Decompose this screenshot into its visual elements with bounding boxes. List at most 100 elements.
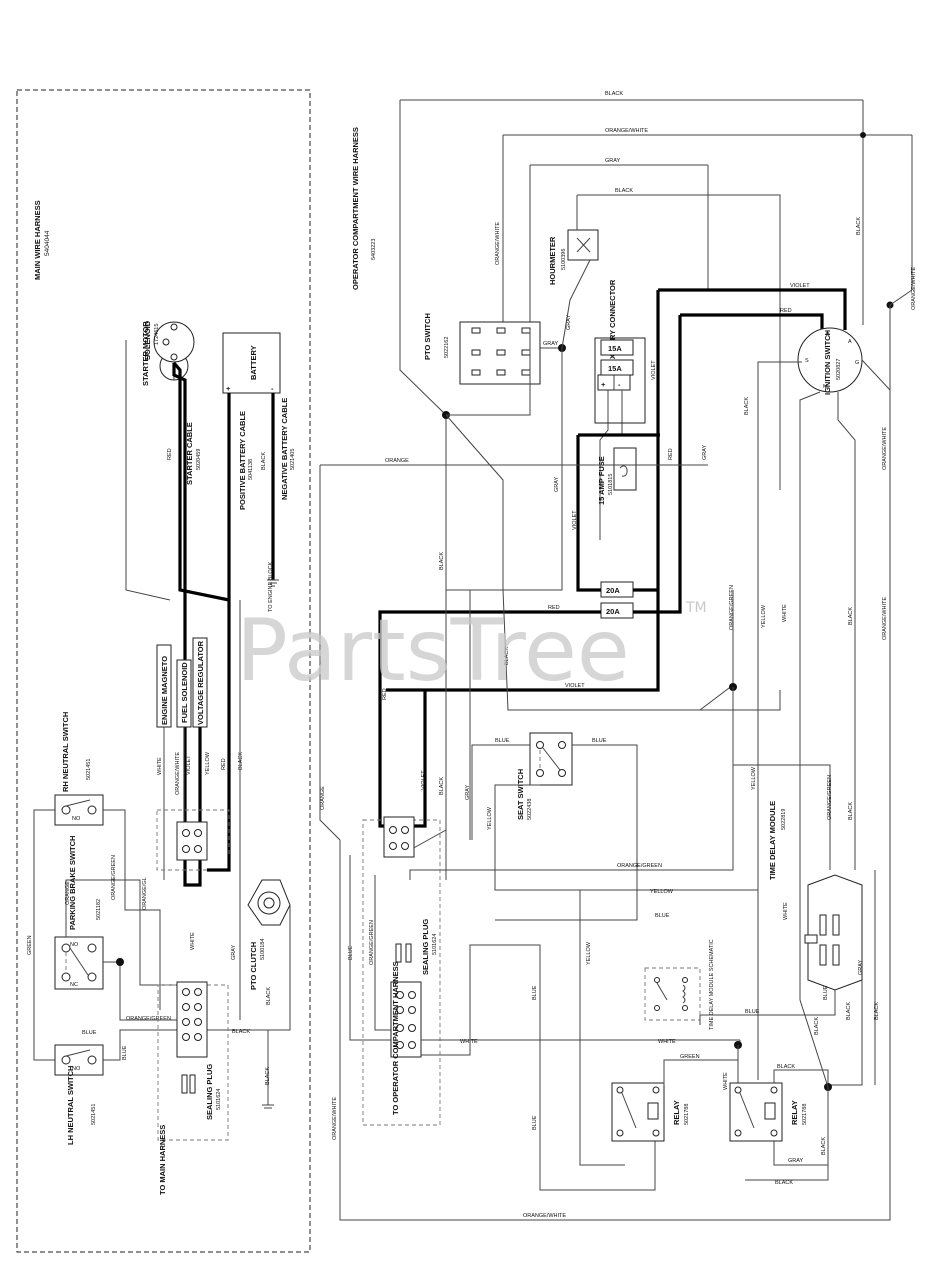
relay2-black-bottom-label: BLACK [775, 1180, 793, 1186]
auxiliary-connector: + - AUXILIARY CONNECTOR [597, 279, 631, 391]
negative-battery-cable-label: NEGATIVE BATTERY CABLE [280, 398, 289, 500]
violet-vertical-label: VIOLET [651, 360, 657, 380]
ignition-switch-label: IGNITION SWITCH [823, 330, 832, 395]
starter-cable-label: STARTER CABLE [185, 422, 194, 485]
pb-orange-green-label: ORANGE/GREEN [111, 855, 117, 900]
starter-cable-red-label: RED [167, 448, 173, 460]
red-vertical-label: RED [668, 448, 674, 460]
ign-gray-label: GRAY [702, 444, 708, 460]
pto-switch: PTO SWITCH 5022162 [423, 313, 541, 385]
solenoid: SOLENOID 1724615 [143, 320, 195, 363]
seat-switch: SEAT SWITCH 5022438 [516, 732, 573, 820]
relay-2-label: RELAY [790, 1100, 799, 1125]
right-black-label: BLACK [856, 217, 862, 235]
pb-no-label: NO [70, 942, 79, 948]
lh-no-label: NO [72, 1066, 81, 1072]
orange-horiz-label: ORANGE [385, 458, 409, 464]
tdm-blue-label: BLUE [823, 985, 829, 1000]
solenoid-part: 1724615 [154, 324, 160, 345]
time-delay-module-label: TIME DELAY MODULE [768, 801, 777, 880]
fuse-block: 15A 15A 20A 20A [594, 337, 646, 619]
battery-label: BATTERY [249, 345, 258, 380]
relay-2-part: 5021788 [802, 1104, 808, 1125]
main-sealing-plug-part: 5101624 [216, 1089, 222, 1110]
relay-green-label: GREEN [680, 1054, 700, 1060]
gray-vertical-label: GRAY [554, 476, 560, 492]
red-ignition-thick [680, 313, 824, 330]
ign-white-label: WHITE [782, 604, 788, 622]
solenoid-label: SOLENOID [143, 320, 152, 360]
main-harness-boundary [16, 89, 311, 1253]
main-harness-part: 5404044 [44, 230, 51, 256]
ign-black-label: BLACK [744, 397, 750, 415]
hourmeter: HOURMETER 5100396 [548, 229, 599, 285]
fuse-15a: 15 AMP FUSE 5101815 [597, 447, 637, 505]
lh-blue-label-2: BLUE [122, 1045, 128, 1060]
ign-m: M [823, 384, 828, 390]
fuse-15a-label: 15 AMP FUSE [597, 456, 606, 505]
fuel-solenoid-label: FUEL SOLENOID [180, 662, 189, 723]
red-left-label: RED [382, 688, 388, 700]
green-wire-label: GREEN [27, 935, 33, 955]
pb-orange-gl-label: ORANGE/GL [142, 877, 148, 910]
solenoid-black-wire [125, 340, 171, 601]
positive-battery-cable-part: 5041138 [248, 459, 254, 480]
relay-1-part: 5021788 [684, 1104, 690, 1125]
op-white-label: WHITE [460, 1039, 478, 1045]
solenoid-red-thick [172, 361, 230, 602]
red-middle-label: RED [548, 605, 560, 611]
violet-main-thick [386, 290, 660, 692]
operator-connector-top [383, 816, 415, 858]
ign-s: S [805, 358, 809, 364]
relay2-white-label: WHITE [723, 1072, 729, 1090]
right-orange-white-label-2: ORANGE/WHITE [882, 597, 888, 640]
lh-blue-label: BLUE [82, 1030, 97, 1036]
main-connector-top [176, 821, 208, 861]
op-yellow-label: YELLOW [586, 941, 592, 965]
voltage-regulator-label: VOLTAGE REGULATOR [196, 640, 205, 725]
lh-neutral-switch-label: LH NEUTRAL SWITCH [66, 1066, 75, 1145]
time-delay-schematic: TIME DELAY MODULE SCHEMATIC [644, 939, 715, 1030]
rh-neutral-switch-label: RH NEUTRAL SWITCH [61, 712, 70, 792]
pto-switch-part: 5022162 [444, 337, 450, 358]
fuse-1: 15A [608, 344, 622, 353]
op-blue-mid-label: BLUE [532, 985, 538, 1000]
main-sealing-plug-connector [176, 981, 208, 1058]
gray-lower-label: GRAY [465, 784, 471, 800]
yellow-horiz-label: YELLOW [650, 889, 674, 895]
parking-brake-switch-part: 5021182 [96, 899, 102, 920]
orange-left-label: ORANGE [320, 786, 326, 810]
main-harness-title: MAIN WIRE HARNESS [33, 200, 42, 280]
white-relay-label: WHITE [658, 1039, 676, 1045]
lh-neutral-switch-part: 5021451 [91, 1104, 97, 1125]
watermark-tm: TM [685, 600, 707, 616]
top-gray-label: GRAY [605, 158, 621, 164]
aux-plus: + [601, 380, 606, 389]
fuse-3: 20A [606, 586, 620, 595]
orange-green-horiz-label: ORANGE/GREEN [617, 863, 662, 869]
pto-gray-side-label: GRAY [543, 341, 559, 347]
op-blue-label: BLUE [348, 945, 354, 960]
hourmeter-gray-label: GRAY [566, 314, 572, 330]
black-top-wire [399, 100, 447, 416]
main-plug-boundary [156, 809, 230, 871]
pto-clutch-part: 5100184 [260, 939, 266, 960]
aux-minus: - [618, 380, 621, 389]
ign-a: A [848, 339, 852, 345]
seat-blue-right-label: BLUE [592, 738, 607, 744]
op-blue-lower-label: BLUE [532, 1115, 538, 1130]
pto-orange-white-label: ORANGE/WHITE [495, 222, 501, 265]
ign-black-right-label: BLACK [848, 607, 854, 625]
red-fuse-thick [633, 315, 682, 614]
plug-orange-green-label: ORANGE/GREEN [126, 1016, 171, 1022]
tdm-gray-label: GRAY [858, 959, 864, 975]
seat-switch-part: 5022438 [527, 799, 533, 820]
relay-2: RELAY 5021788 [729, 1082, 808, 1142]
starter-cable-part: 5020459 [196, 449, 202, 470]
fuel-orange-white-label: ORANGE/WHITE [175, 752, 181, 795]
black-middle-label: BLACK [439, 552, 445, 570]
fuse-2: 15A [608, 364, 622, 373]
magneto-white-label: WHITE [157, 757, 163, 775]
negative-cable-black-label: BLACK [261, 452, 267, 470]
violet-bottom-label: VIOLET [565, 683, 585, 689]
